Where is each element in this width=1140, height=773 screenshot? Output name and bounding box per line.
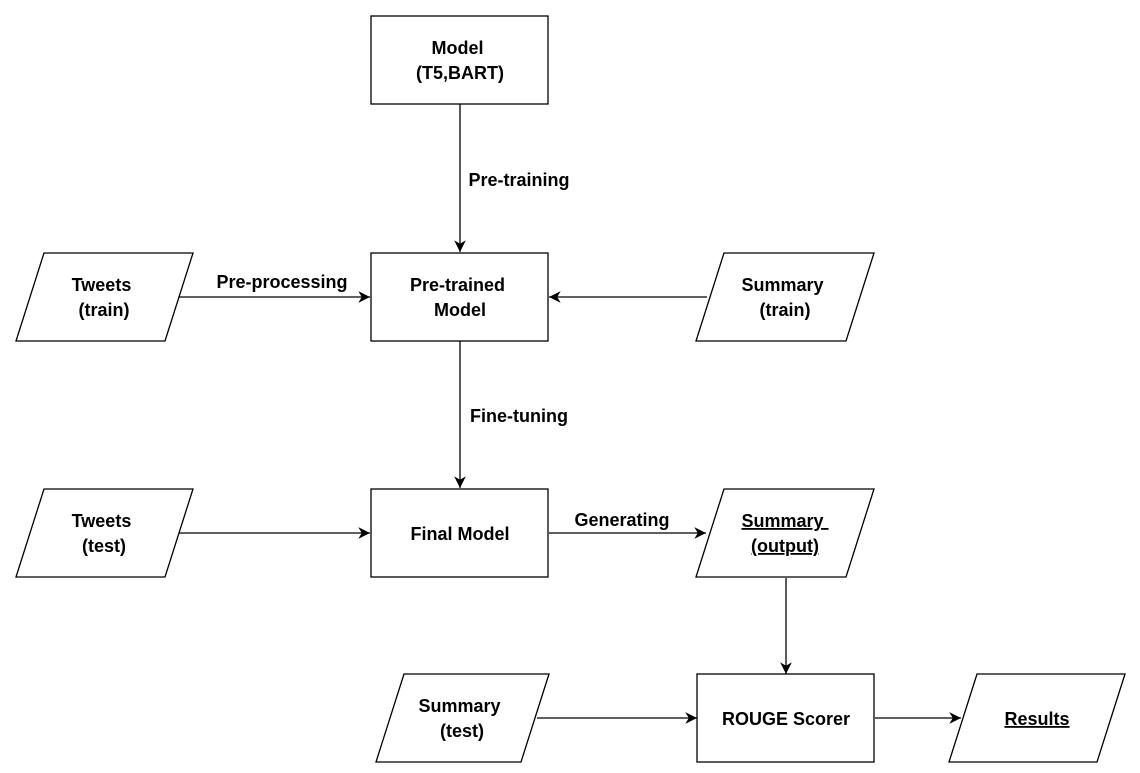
results-parallelogram xyxy=(948,673,1126,763)
svg-text:Tweets (train): Tweets (train) xyxy=(72,275,137,320)
tweets-test-label-line1: Tweets xyxy=(72,511,132,531)
node-results: Results xyxy=(948,673,1126,763)
label-preprocessing: Pre-processing xyxy=(216,272,347,292)
pretrained-model-box xyxy=(370,252,549,342)
summary-test-parallelogram xyxy=(375,673,550,763)
summary-train-parallelogram xyxy=(695,252,875,342)
summary-train-label-line2: (train) xyxy=(760,300,811,320)
results-label: Results xyxy=(1004,709,1069,729)
edge-labels: Pre-training Pre-processing Fine-tuning … xyxy=(216,170,669,530)
node-model: Model (T5,BART) xyxy=(370,15,549,105)
summary-train-label-line1: Summary xyxy=(741,275,823,295)
summary-test-label-line1: Summary xyxy=(418,696,500,716)
node-summary-train: Summary (train) xyxy=(695,252,875,342)
edges xyxy=(175,104,961,724)
label-finetuning: Fine-tuning xyxy=(470,406,568,426)
svg-text:Tweets (test): Tweets (test) xyxy=(72,511,137,556)
summary-output-label-line2: (output) xyxy=(751,536,819,556)
tweets-test-label-line2: (test) xyxy=(82,536,126,556)
summary-test-label-line2: (test) xyxy=(440,721,484,741)
label-pretraining: Pre-training xyxy=(468,170,569,190)
node-rouge-scorer: ROUGE Scorer xyxy=(696,673,875,763)
svg-text:Summary (test): Summary (test) xyxy=(418,696,505,741)
rouge-scorer-label: ROUGE Scorer xyxy=(722,709,850,729)
node-tweets-test: Tweets (test) xyxy=(15,488,194,578)
model-label-line1: Model xyxy=(431,38,483,58)
final-model-label: Final Model xyxy=(411,524,510,544)
node-tweets-train: Tweets (train) xyxy=(15,252,194,342)
tweets-train-label-line1: Tweets xyxy=(72,275,132,295)
node-summary-output: Summary (output) xyxy=(695,488,875,578)
svg-text:Summary (output): Summary (output) xyxy=(741,511,828,556)
svg-text:Summary (train): Summary (train) xyxy=(741,275,828,320)
summary-output-parallelogram xyxy=(695,488,875,578)
node-final-model: Final Model xyxy=(370,488,549,578)
svg-text:Pre-trained Model: Pre-trained Model xyxy=(410,275,510,320)
pretrained-label-line1: Pre-trained xyxy=(410,275,505,295)
model-box xyxy=(370,15,549,105)
model-label-line2: (T5,BART) xyxy=(416,63,504,83)
tweets-train-label-line2: (train) xyxy=(79,300,130,320)
node-pretrained-model: Pre-trained Model xyxy=(370,252,549,342)
tweets-train-parallelogram xyxy=(15,252,194,342)
pretrained-label-line2: Model xyxy=(434,300,486,320)
tweets-test-parallelogram xyxy=(15,488,194,578)
final-model-box xyxy=(370,488,549,578)
rouge-scorer-box xyxy=(696,673,875,763)
node-summary-test: Summary (test) xyxy=(375,673,550,763)
summary-output-label-line1: Summary xyxy=(741,511,823,531)
svg-text:Model (T5,BART): Model (T5,BART) xyxy=(416,38,504,83)
label-generating: Generating xyxy=(574,510,669,530)
